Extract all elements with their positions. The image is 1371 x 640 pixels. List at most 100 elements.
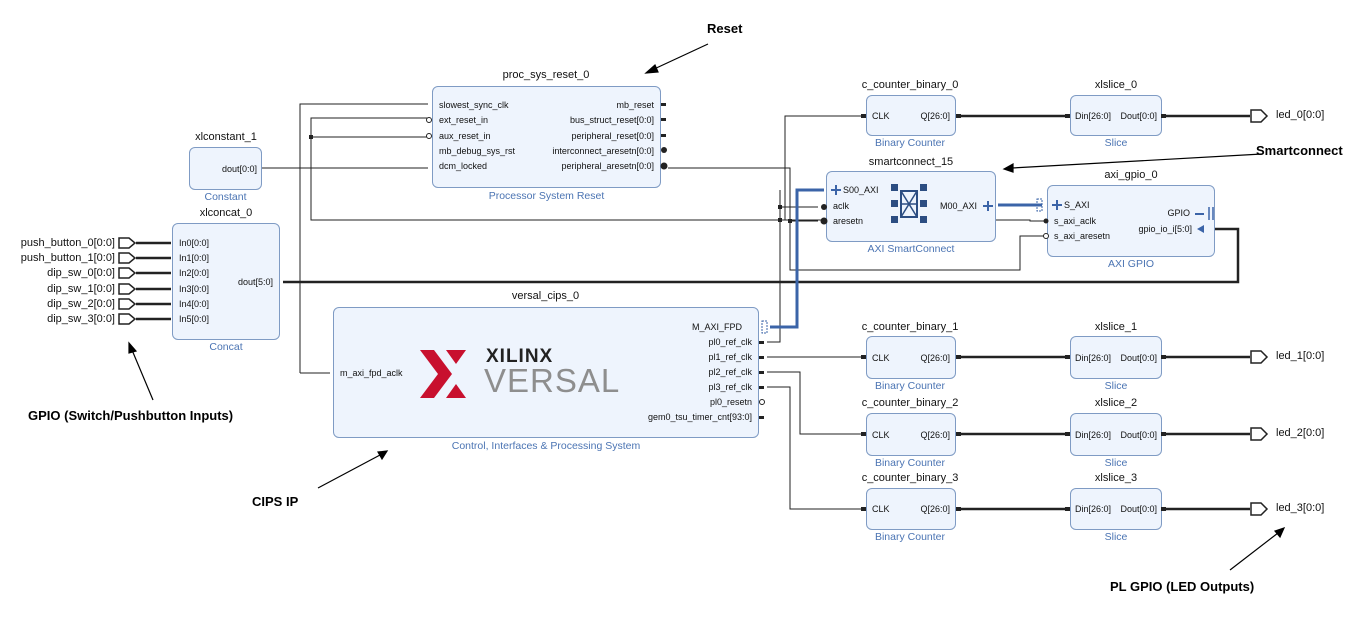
slice-3-din-pin: Din[26:0] — [1075, 504, 1112, 514]
counter-3-name: c_counter_binary_3 — [861, 472, 959, 484]
gpio-input-markers — [1036, 198, 1049, 239]
counter-0-type: Binary Counter — [874, 137, 946, 149]
port-label-led-2: led_2[0:0] — [1276, 427, 1325, 439]
counter-3-type: Binary Counter — [874, 531, 946, 543]
versal-cips-type: Control, Interfaces & Processing System — [451, 440, 641, 452]
sc-s00-axi-pin: S00_AXI — [843, 185, 879, 195]
slice-3-type: Slice — [1104, 531, 1128, 543]
xlconcat-in1-pin: In1[0:0] — [179, 253, 210, 263]
slice-2-name: xlslice_2 — [1094, 397, 1138, 409]
logo-product: VERSAL — [484, 362, 621, 399]
counter-3-clk-pin: CLK — [872, 504, 890, 514]
versal-cips-block[interactable]: m_axi_fpd_aclk M_AXI_FPD pl0_ref_clk pl1… — [333, 307, 759, 438]
smartconnect-block[interactable]: S00_AXI aclk aresetn M00_AXI — [826, 171, 996, 242]
cips-pl0-resetn-pin: pl0_resetn — [709, 397, 752, 407]
counter-2-block[interactable]: CLK Q[26:0] — [866, 413, 956, 456]
sc-pin-markers — [820, 204, 828, 225]
port-label-dip-sw-0: dip_sw_0[0:0] — [47, 267, 115, 279]
counter-1-block[interactable]: CLK Q[26:0] — [866, 336, 956, 379]
cips-pl0-ref-clk-pin: pl0_ref_clk — [708, 337, 752, 347]
slice-0-din-pin: Din[26:0] — [1075, 111, 1112, 121]
xlconstant-name: xlconstant_1 — [195, 131, 257, 143]
slice-1-name: xlslice_1 — [1094, 321, 1138, 333]
port-label-dip-sw-3: dip_sw_3[0:0] — [47, 313, 115, 325]
port-label-led-3: led_3[0:0] — [1276, 502, 1325, 514]
port-label-led-1: led_1[0:0] — [1276, 350, 1325, 362]
counter-0-name: c_counter_binary_0 — [861, 79, 959, 91]
counter-2-name: c_counter_binary_2 — [861, 397, 959, 409]
counter-0-block[interactable]: CLK Q[26:0] — [866, 95, 956, 136]
sc-m00-plus-icon — [983, 201, 993, 211]
cips-gem0-tsu-timer-cnt-pin: gem0_tsu_timer_cnt[93:0] — [647, 412, 752, 422]
counter-0-clk-pin: CLK — [872, 111, 890, 121]
slice-0-dout-pin: Dout[0:0] — [1120, 111, 1157, 121]
counter-1-clk-pin: CLK — [872, 353, 890, 363]
slice-1-block[interactable]: Din[26:0] Dout[0:0] — [1070, 336, 1162, 379]
proc-sys-reset-type: Processor System Reset — [488, 190, 605, 202]
cips-pl1-ref-clk-pin: pl1_ref_clk — [708, 352, 752, 362]
slice-2-dout-pin: Dout[0:0] — [1120, 430, 1157, 440]
slice-3-name: xlslice_3 — [1094, 472, 1138, 484]
sc-aresetn-pin: aresetn — [833, 216, 864, 226]
pl-gpio-annotation: PL GPIO (LED Outputs) — [1110, 579, 1255, 594]
gpio-port-markers — [1195, 207, 1214, 233]
gpio-io-i-pin: gpio_io_i[5:0] — [1138, 224, 1192, 234]
psr-peripheral-reset-pin: peripheral_reset[0:0] — [571, 131, 654, 141]
sc-s00-plus-icon — [831, 185, 841, 195]
xlconcat-block[interactable]: In0[0:0] In1[0:0] In2[0:0] In3[0:0] In4[… — [172, 223, 280, 340]
cips-m-axi-fpd-pin: M_AXI_FPD — [691, 322, 742, 332]
proc-sys-reset-name: proc_sys_reset_0 — [502, 69, 590, 81]
xlconstant-type: Constant — [204, 191, 247, 203]
psr-slowest-sync-clk-pin: slowest_sync_clk — [439, 100, 509, 110]
sc-aclk-pin: aclk — [833, 201, 850, 211]
gpio-s-axi-aresetn-pin: s_axi_aresetn — [1054, 231, 1111, 241]
counter-1-type: Binary Counter — [874, 380, 946, 392]
slice-3-block[interactable]: Din[26:0] Dout[0:0] — [1070, 488, 1162, 530]
cips-ip-annotation: CIPS IP — [252, 494, 299, 509]
axi-gpio-name: axi_gpio_0 — [1104, 169, 1158, 181]
xlconcat-in2-pin: In2[0:0] — [179, 268, 210, 278]
gpio-s-axi-plus-icon — [1052, 200, 1062, 210]
xlconcat-in3-pin: In3[0:0] — [179, 284, 210, 294]
counter-1-q-pin: Q[26:0] — [920, 353, 950, 363]
input-port-icons[interactable] — [118, 236, 138, 328]
slice-2-type: Slice — [1104, 457, 1128, 469]
port-label-push-button-0: push_button_0[0:0] — [20, 237, 115, 249]
cips-pl3-ref-clk-pin: pl3_ref_clk — [708, 382, 752, 392]
xlconstant-dout-pin: dout[0:0] — [221, 164, 257, 174]
psr-peripheral-aresetn-pin: peripheral_aresetn[0:0] — [561, 161, 654, 171]
counter-3-block[interactable]: CLK Q[26:0] — [866, 488, 956, 530]
logo-brand: XILINX — [486, 346, 554, 367]
xlconcat-in5-pin: In5[0:0] — [179, 314, 210, 324]
sc-m00-axi-pin: M00_AXI — [939, 201, 977, 211]
port-label-led-0: led_0[0:0] — [1276, 109, 1325, 121]
proc-sys-reset-block[interactable]: slowest_sync_clk ext_reset_in aux_reset_… — [432, 86, 661, 188]
port-label-dip-sw-2: dip_sw_2[0:0] — [47, 298, 115, 310]
cips-m-axi-fpd-aclk-pin: m_axi_fpd_aclk — [340, 368, 403, 378]
counter-1-name: c_counter_binary_1 — [861, 321, 959, 333]
port-label-dip-sw-1: dip_sw_1[0:0] — [47, 283, 115, 295]
slice-1-din-pin: Din[26:0] — [1075, 353, 1112, 363]
counter-2-type: Binary Counter — [874, 457, 946, 469]
gpio-s-axi-pin: S_AXI — [1064, 200, 1090, 210]
xlconcat-dout-pin: dout[5:0] — [237, 277, 273, 287]
psr-mb-reset-pin: mb_reset — [616, 100, 654, 110]
slice-0-block[interactable]: Din[26:0] Dout[0:0] — [1070, 95, 1162, 136]
port-label-push-button-1: push_button_1[0:0] — [20, 252, 115, 264]
psr-dcm-locked-pin: dcm_locked — [439, 161, 488, 171]
counter-2-q-pin: Q[26:0] — [920, 430, 950, 440]
xlconcat-name: xlconcat_0 — [199, 207, 253, 219]
slice-0-type: Slice — [1104, 137, 1128, 149]
output-port-icons[interactable] — [1250, 108, 1270, 518]
gpio-s-axi-aclk-pin: s_axi_aclk — [1054, 216, 1097, 226]
xlconcat-in0-pin: In0[0:0] — [179, 238, 210, 248]
versal-cips-name: versal_cips_0 — [511, 290, 580, 302]
psr-aux-reset-in-pin: aux_reset_in — [439, 131, 491, 141]
slice-1-dout-pin: Dout[0:0] — [1120, 353, 1157, 363]
cips-pin-markers — [759, 320, 768, 419]
xlconstant-block[interactable]: dout[0:0] — [189, 147, 262, 190]
psr-interconnect-aresetn-pin: interconnect_aresetn[0:0] — [552, 146, 654, 156]
axi-gpio-block[interactable]: S_AXI s_axi_aclk s_axi_aresetn GPIO gpio… — [1047, 185, 1215, 257]
counter-slice-pin-markers — [861, 114, 1166, 511]
